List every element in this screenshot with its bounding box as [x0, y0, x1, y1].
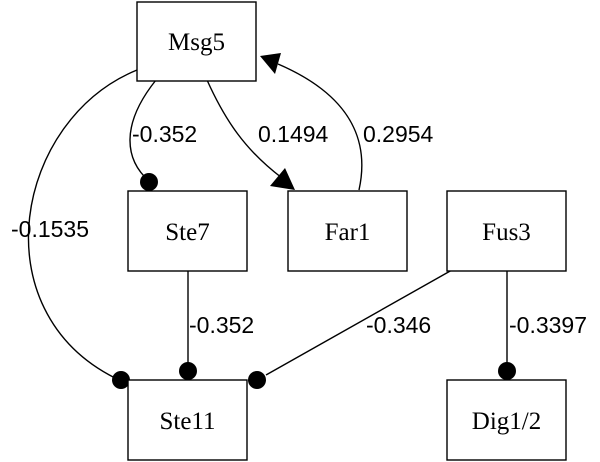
- edge-msg5-ste7: [129, 79, 157, 182]
- edge-fus3-ste11: [265, 269, 453, 376]
- edge-msg5-ste11-dot: [112, 371, 130, 389]
- edge-label-msg5-ste7: -0.352: [132, 121, 197, 147]
- node-fus3: Fus3: [446, 190, 567, 272]
- edge-label-fus3-ste11: -0.346: [366, 312, 431, 338]
- node-msg5-box: [136, 1, 257, 82]
- node-fus3-box: [446, 190, 567, 272]
- node-ste7-label: Ste7: [165, 219, 209, 246]
- edge-label-ste7-ste11: -0.352: [189, 312, 254, 338]
- edge-msg5-ste11: [27, 69, 138, 379]
- edge-msg5-far1: [206, 79, 283, 179]
- node-ste7: Ste7: [127, 190, 248, 272]
- node-far1-label: Far1: [325, 219, 371, 246]
- node-dig12: Dig1/2: [446, 379, 567, 461]
- edge-label-msg5-far1: 0.1494: [258, 121, 329, 147]
- edge-label-far1-msg5: 0.2954: [363, 121, 434, 147]
- edge-far1-msg5: [277, 63, 363, 191]
- edge-fus3-ste11-dot: [248, 371, 266, 389]
- edges: [27, 53, 516, 389]
- edge-label-msg5-ste11: -0.1535: [11, 216, 89, 242]
- node-ste7-box: [127, 190, 248, 272]
- node-dig12-label: Dig1/2: [472, 408, 541, 435]
- node-ste11: Ste11: [127, 379, 248, 461]
- node-ste11-box: [127, 379, 248, 461]
- edge-label-fus3-dig12: -0.3397: [509, 312, 587, 338]
- node-msg5-label: Msg5: [168, 29, 225, 56]
- node-far1: Far1: [287, 190, 408, 272]
- edge-msg5-far1-arrowhead: [270, 168, 295, 190]
- node-ste11-label: Ste11: [159, 408, 215, 435]
- node-fus3-label: Fus3: [482, 219, 531, 246]
- edge-fus3-dig12-dot: [498, 362, 516, 380]
- edge-msg5-ste7-dot: [140, 173, 158, 191]
- edge-ste7-ste11-dot: [179, 362, 197, 380]
- node-dig12-box: [446, 379, 567, 461]
- edge-far1-msg5-arrowhead: [260, 53, 281, 74]
- node-msg5: Msg5: [136, 1, 257, 82]
- edge-labels: -0.352 0.1494 0.2954 -0.1535 -0.352 -0.3…: [11, 121, 587, 338]
- node-far1-box: [287, 190, 408, 272]
